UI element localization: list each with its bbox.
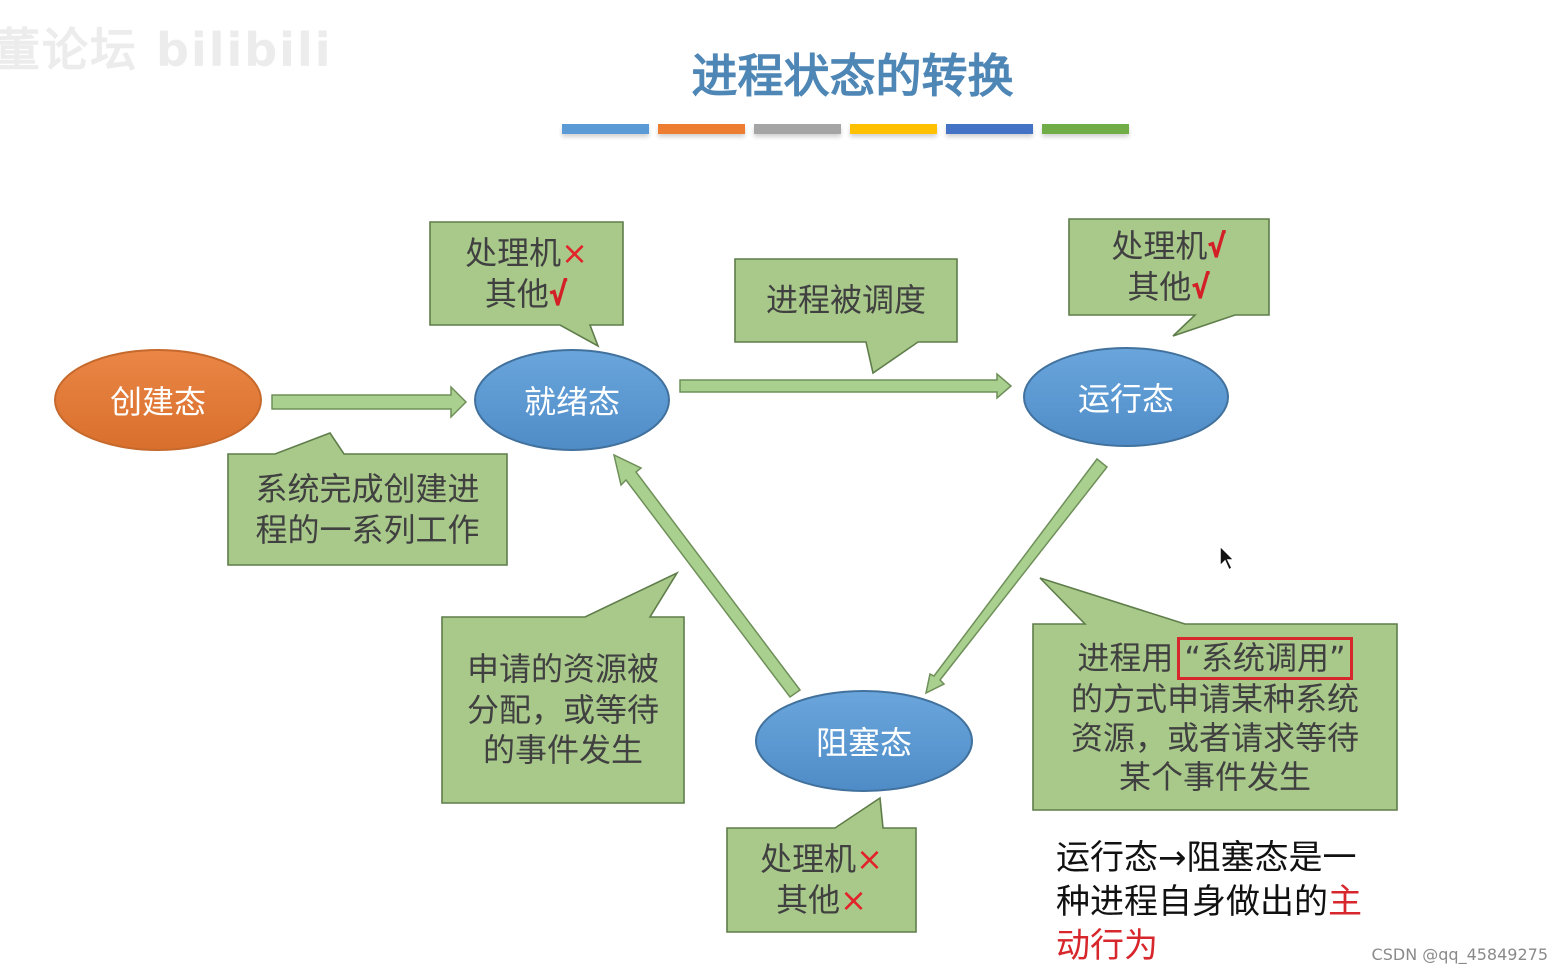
source-credit: CSDN @qq_45849275 [1371, 945, 1548, 964]
callout-shape-running-resources [1068, 218, 1270, 337]
arrow-blocked-to-ready [612, 453, 802, 699]
callout-shape-creation [227, 432, 508, 566]
callout-text: 进程用 [1077, 639, 1174, 678]
callout-line: 申请的资源被 [466, 649, 659, 688]
callout-wakeup: 申请的资源被 分配，或等待 的事件发生 [442, 617, 684, 803]
callout-line: 处理机× [760, 839, 883, 880]
accent-bar-1 [562, 124, 649, 134]
state-blocked-label: 阻塞态 [815, 724, 912, 762]
callout-line: 系统完成创建进 [255, 469, 480, 508]
cross-mark-icon: × [856, 840, 883, 879]
callout-ready-resources: 处理机× 其他√ [430, 222, 623, 325]
callout-line: 处理机√ [1111, 226, 1226, 267]
state-ready-label: 就绪态 [523, 383, 620, 421]
callout-line: 某个事件发生 [1118, 757, 1311, 796]
resource-label: 其他 [484, 274, 549, 313]
state-new-label: 创建态 [109, 383, 206, 421]
page-title: 进程状态的转换 [691, 49, 1014, 103]
callout-line: 分配，或等待 [466, 690, 659, 729]
resource-label: 其他 [1127, 268, 1192, 306]
callout-shape-blocked-resources [726, 796, 917, 933]
callout-shape-scheduled [734, 258, 958, 375]
callout-line: 其他√ [485, 274, 568, 315]
video-watermark: 董论坛 bilibili [0, 23, 333, 77]
accent-bar-2 [658, 124, 745, 134]
state-running-ellipse [1023, 347, 1229, 447]
check-mark-icon: √ [1191, 268, 1211, 306]
arrow-running-to-blocked [924, 457, 1109, 695]
cross-mark-icon: × [840, 881, 867, 919]
callout-creation: 系统完成创建进 程的一系列工作 [228, 454, 507, 565]
resource-label: 其他 [776, 881, 841, 919]
callout-shape-wakeup [441, 571, 685, 804]
callout-block-reason: 进程用“系统调用” 的方式申请某种系统 资源，或者请求等待 某个事件发生 [1033, 624, 1397, 810]
callout-line: 资源，或者请求等待 [1070, 718, 1359, 757]
accent-bar-4 [850, 124, 937, 134]
note-emphasis: 主动行为 [1056, 882, 1362, 967]
check-mark-icon: √ [548, 274, 569, 313]
callout-line: 的方式申请某种系统 [1070, 679, 1359, 718]
state-ready-ellipse [474, 349, 670, 451]
callout-line: 其他√ [1127, 267, 1210, 308]
transition-note: 运行态→阻塞态是一种进程自身做出的主动行为 [1056, 836, 1386, 969]
system-call-highlight: “系统调用” [1177, 637, 1353, 680]
arrow-ready-to-running [679, 372, 1013, 400]
state-new-ellipse [54, 349, 262, 451]
resource-label: 处理机 [760, 840, 857, 879]
accent-bar-3 [754, 124, 841, 134]
callout-line: 处理机× [465, 233, 588, 274]
resource-label: 处理机 [465, 233, 562, 272]
mouse-pointer-icon [1219, 544, 1236, 572]
callout-line: 其他× [776, 880, 867, 921]
state-blocked-ellipse [755, 690, 973, 792]
callout-line: 进程被调度 [765, 281, 926, 320]
state-running-label: 运行态 [1077, 380, 1174, 418]
callout-blocked-resources: 处理机× 其他× [727, 828, 916, 932]
accent-bar-strip [562, 124, 1129, 134]
callout-shape-block-reason [1032, 577, 1398, 811]
callout-line: 进程用“系统调用” [1077, 637, 1353, 680]
arrow-new-to-ready [271, 385, 468, 419]
resource-label: 处理机 [1111, 227, 1208, 266]
callout-line: 的事件发生 [482, 731, 643, 770]
accent-bar-6 [1042, 124, 1129, 134]
callout-line: 程的一系列工作 [255, 510, 480, 549]
accent-bar-5 [946, 124, 1033, 134]
cross-mark-icon: × [561, 233, 588, 272]
callout-running-resources: 处理机√ 其他√ [1069, 219, 1269, 315]
callout-scheduled: 进程被调度 [735, 259, 957, 342]
callout-shape-ready-resources [429, 221, 624, 348]
check-mark-icon: √ [1207, 227, 1227, 266]
note-text: 运行态→阻塞态是一种进程自身做出的 [1056, 838, 1357, 923]
